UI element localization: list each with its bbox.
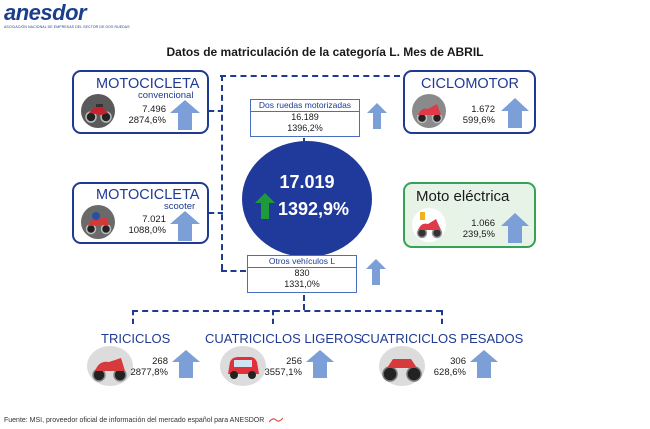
footer-source: Fuente: MSI, proveedor oficial de inform… <box>4 417 284 424</box>
dos-ruedas-box: Dos ruedas motorizadas 16.189 1396,2% <box>250 99 360 137</box>
ciclomotor-title: CICLOMOTOR <box>421 76 520 92</box>
logo-subtitle: ASOCIACIÓN NACIONAL DE EMPRESAS DEL SECT… <box>4 25 130 29</box>
cuad-ligeros-pct: 3557,1% <box>264 367 302 378</box>
total-circle: 17.019 1392,9% <box>242 141 372 257</box>
otros-label: Otros vehículos L <box>248 256 356 268</box>
page-title: Datos de matriculación de la categoría L… <box>166 45 484 59</box>
otros-box: Otros vehículos L 830 1331,0% <box>247 255 357 293</box>
moto-conv-card: MOTOCICLETA convencional 7.496 2874,6% <box>72 70 209 134</box>
up-arrow-icon <box>367 103 387 129</box>
total-value: 17.019 <box>279 172 335 192</box>
moto-conv-pct: 2874,6% <box>128 115 166 126</box>
green-up-arrow-icon <box>255 193 275 219</box>
cuad-pesados-title: CUATRICICLOS PESADOS <box>361 331 524 346</box>
up-arrow-icon <box>306 350 334 378</box>
connector-moto-scooter <box>209 212 223 214</box>
connector-triciclos <box>132 310 134 324</box>
ciclomotor-pct: 599,6% <box>462 115 495 126</box>
moto-electrica-pct: 239,5% <box>462 229 495 240</box>
moto-conv-subtitle: convencional <box>138 90 194 101</box>
moto-electrica-card: Moto eléctrica 1.066 239,5% <box>403 182 536 248</box>
motorcycle-icon <box>81 94 115 128</box>
connector-top <box>220 75 400 77</box>
up-arrow-icon <box>170 211 200 241</box>
trike-icon <box>87 346 133 386</box>
connector-moto-conv <box>209 110 223 112</box>
cuad-ligeros-title: CUATRICICLOS LIGEROS <box>205 331 363 346</box>
dos-ruedas-pct: 1396,2% <box>287 123 323 133</box>
up-arrow-icon <box>501 213 529 243</box>
moto-scooter-subtitle: scooter <box>164 201 196 212</box>
otros-pct: 1331,0% <box>284 279 320 289</box>
dos-ruedas-value: 16.189 <box>291 112 319 122</box>
ciclomotor-card: CICLOMOTOR 1.672 599,6% <box>403 70 536 134</box>
logo-name: anesdor <box>4 0 87 25</box>
cuad-pesados-value: 306 <box>450 356 466 367</box>
footer-source-text: Fuente: MSI, proveedor oficial de inform… <box>4 417 265 424</box>
connector-cuad-ligeros <box>272 310 274 324</box>
moto-scooter-value: 7.021 <box>142 214 166 225</box>
triciclos-pct: 2877,8% <box>130 367 168 378</box>
ciclomotor-value: 1.672 <box>471 104 495 115</box>
connector-otros-down <box>303 286 305 310</box>
triciclos-title: TRICICLOS <box>101 331 171 346</box>
moto-scooter-pct: 1088,0% <box>128 225 166 236</box>
scooter-icon <box>81 205 115 239</box>
moto-conv-title: MOTOCICLETA <box>96 76 200 92</box>
up-arrow-icon <box>501 98 529 128</box>
moto-scooter-title: MOTOCICLETA <box>96 187 200 203</box>
anesdor-logo: anesdor ASOCIACIÓN NACIONAL DE EMPRESAS … <box>4 0 130 30</box>
quad-icon <box>379 346 425 386</box>
moto-conv-value: 7.496 <box>142 104 166 115</box>
up-arrow-icon <box>470 350 498 378</box>
connector-cuad-pesados <box>441 310 443 324</box>
car-icon <box>220 346 266 386</box>
up-arrow-icon <box>170 100 200 130</box>
cuad-pesados-pct: 628,6% <box>433 367 466 378</box>
electric-moped-icon <box>412 208 446 242</box>
triciclos-value: 268 <box>152 356 168 367</box>
connector-left <box>221 75 223 270</box>
total-pct: 1392,9% <box>278 199 350 219</box>
up-arrow-icon <box>366 259 386 285</box>
moto-electrica-title: Moto eléctrica <box>416 188 510 205</box>
connector-bottom <box>132 310 442 312</box>
cuad-ligeros-value: 256 <box>286 356 302 367</box>
moto-scooter-card: MOTOCICLETA scooter 7.021 1088,0% <box>72 182 209 244</box>
otros-value: 830 <box>294 268 310 278</box>
dos-ruedas-label: Dos ruedas motorizadas <box>251 100 359 112</box>
moped-icon <box>412 94 446 128</box>
msi-logo-icon <box>269 417 284 423</box>
up-arrow-icon <box>172 350 200 378</box>
moto-electrica-value: 1.066 <box>471 218 495 229</box>
